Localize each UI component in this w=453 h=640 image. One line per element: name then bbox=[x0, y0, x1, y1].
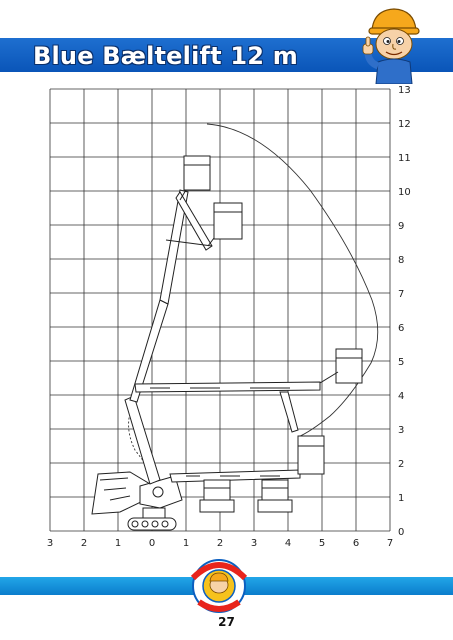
y-label-12: 12 bbox=[398, 119, 411, 130]
y-label-7: 7 bbox=[398, 289, 404, 300]
grid bbox=[49, 88, 391, 532]
y-label-13: 13 bbox=[398, 85, 411, 96]
x-label-6: 3 bbox=[251, 538, 257, 549]
lift-drawing bbox=[91, 155, 363, 531]
page-number: 27 bbox=[218, 615, 235, 629]
x-axis-labels: 3 2 1 0 1 2 3 4 5 6 7 bbox=[47, 538, 393, 549]
x-label-3: 0 bbox=[149, 538, 155, 549]
y-label-0: 0 bbox=[398, 527, 404, 538]
page-title: Blue Bæltelift 12 m bbox=[33, 42, 298, 70]
mascot-icon bbox=[362, 8, 420, 84]
x-label-2: 1 bbox=[115, 538, 121, 549]
y-label-6: 6 bbox=[398, 323, 404, 334]
y-axis-labels: 0 1 2 3 4 5 6 7 8 9 10 11 12 13 bbox=[398, 85, 411, 538]
y-label-3: 3 bbox=[398, 425, 404, 436]
x-label-5: 2 bbox=[217, 538, 223, 549]
y-label-11: 11 bbox=[398, 153, 411, 164]
y-label-8: 8 bbox=[398, 255, 404, 266]
nordjysk-lift-logo-icon bbox=[190, 559, 248, 613]
working-range-diagram: 3 2 1 0 1 2 3 4 5 6 7 0 1 2 3 4 5 6 7 8 … bbox=[47, 85, 411, 549]
x-label-10: 7 bbox=[387, 538, 393, 549]
y-label-5: 5 bbox=[398, 357, 404, 368]
y-label-10: 10 bbox=[398, 187, 411, 198]
y-label-2: 2 bbox=[398, 459, 404, 470]
x-label-4: 1 bbox=[183, 538, 189, 549]
y-label-4: 4 bbox=[398, 391, 404, 402]
x-label-8: 5 bbox=[319, 538, 325, 549]
y-label-9: 9 bbox=[398, 221, 404, 232]
working-envelope bbox=[206, 123, 379, 438]
x-label-1: 2 bbox=[81, 538, 87, 549]
y-label-1: 1 bbox=[398, 493, 404, 504]
x-label-0: 3 bbox=[47, 538, 53, 549]
x-label-9: 6 bbox=[353, 538, 359, 549]
x-label-7: 4 bbox=[285, 538, 291, 549]
